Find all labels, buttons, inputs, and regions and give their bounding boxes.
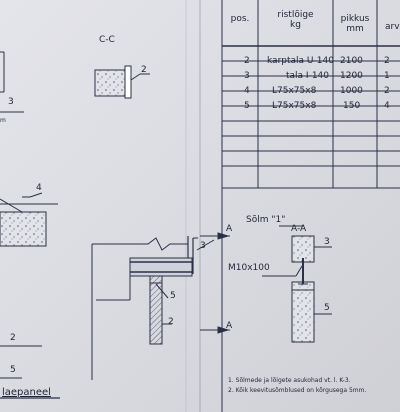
main-elevation-view [91,232,230,380]
table-row-1-pos: 2 [244,56,250,66]
note-1: 1. Sõlmede ja lõigete asukohad vt. l. K-… [228,377,351,384]
node-label-3: 3 [324,237,330,247]
table-row-4-section: L75x75x8 [272,101,317,111]
cut-label-a-top: A [226,224,233,234]
table-row-2-pos: 3 [244,71,250,81]
table-row-3-length: 1000 [340,86,363,96]
table-header-length-line2: mm [346,24,364,34]
table-row-1-section: karptala U-140 [267,56,334,66]
table-header-qty: arv [385,22,400,32]
node-title: Sõlm "1" [246,215,286,225]
main-label-2: 2 [168,317,174,327]
table-header-pos: pos. [230,14,250,24]
left-label-3: 3 [8,97,14,107]
table-row-2-length: 1200 [340,71,363,81]
section-cc-profile [94,65,150,99]
table-row-2-qty: 1 [384,71,390,81]
table-row-1-qty: 2 [384,56,390,66]
left-label-4: 4 [36,183,42,193]
section-cc-title: C-C [99,35,115,45]
table-header-section-line1: ristlõige [277,10,314,20]
node-section-aa: A-A [291,224,307,234]
parts-table-grid [221,0,400,412]
node-detail [262,225,332,343]
left-label-2: 2 [10,333,16,343]
table-row-4-length: 150 [343,101,361,111]
left-slab [0,192,58,247]
table-header-section: ristlõige kg [258,10,333,30]
left-profile-top [0,51,24,113]
table-header-section-line2: kg [290,20,301,30]
table-row-4-pos: 5 [244,101,250,111]
note-2: 2. Kõik keevitusõmblused on kõrgusega 5m… [228,387,367,394]
left-lower-lines [0,345,60,399]
table-header-length: pikkus mm [333,14,377,34]
section-cc-label: 2 [141,65,147,75]
main-label-5: 5 [170,291,176,301]
panel-label: laepaneel [2,387,51,398]
node-label-5: 5 [324,303,330,313]
table-row-3-pos: 4 [244,86,250,96]
table-row-3-section: L75x75x8 [272,86,317,96]
left-cut-text: m [0,117,6,124]
main-label-3: 3 [200,241,206,251]
bolt-label: M10x100 [228,263,270,273]
table-header-length-line1: pikkus [340,14,370,24]
table-row-3-qty: 2 [384,86,390,96]
table-row-4-qty: 4 [384,101,390,111]
cut-label-a-bottom: A [226,321,233,331]
table-row-1-length: 2100 [340,56,363,66]
left-label-5: 5 [10,365,16,375]
table-row-2-section: tala I-140 [286,71,330,81]
